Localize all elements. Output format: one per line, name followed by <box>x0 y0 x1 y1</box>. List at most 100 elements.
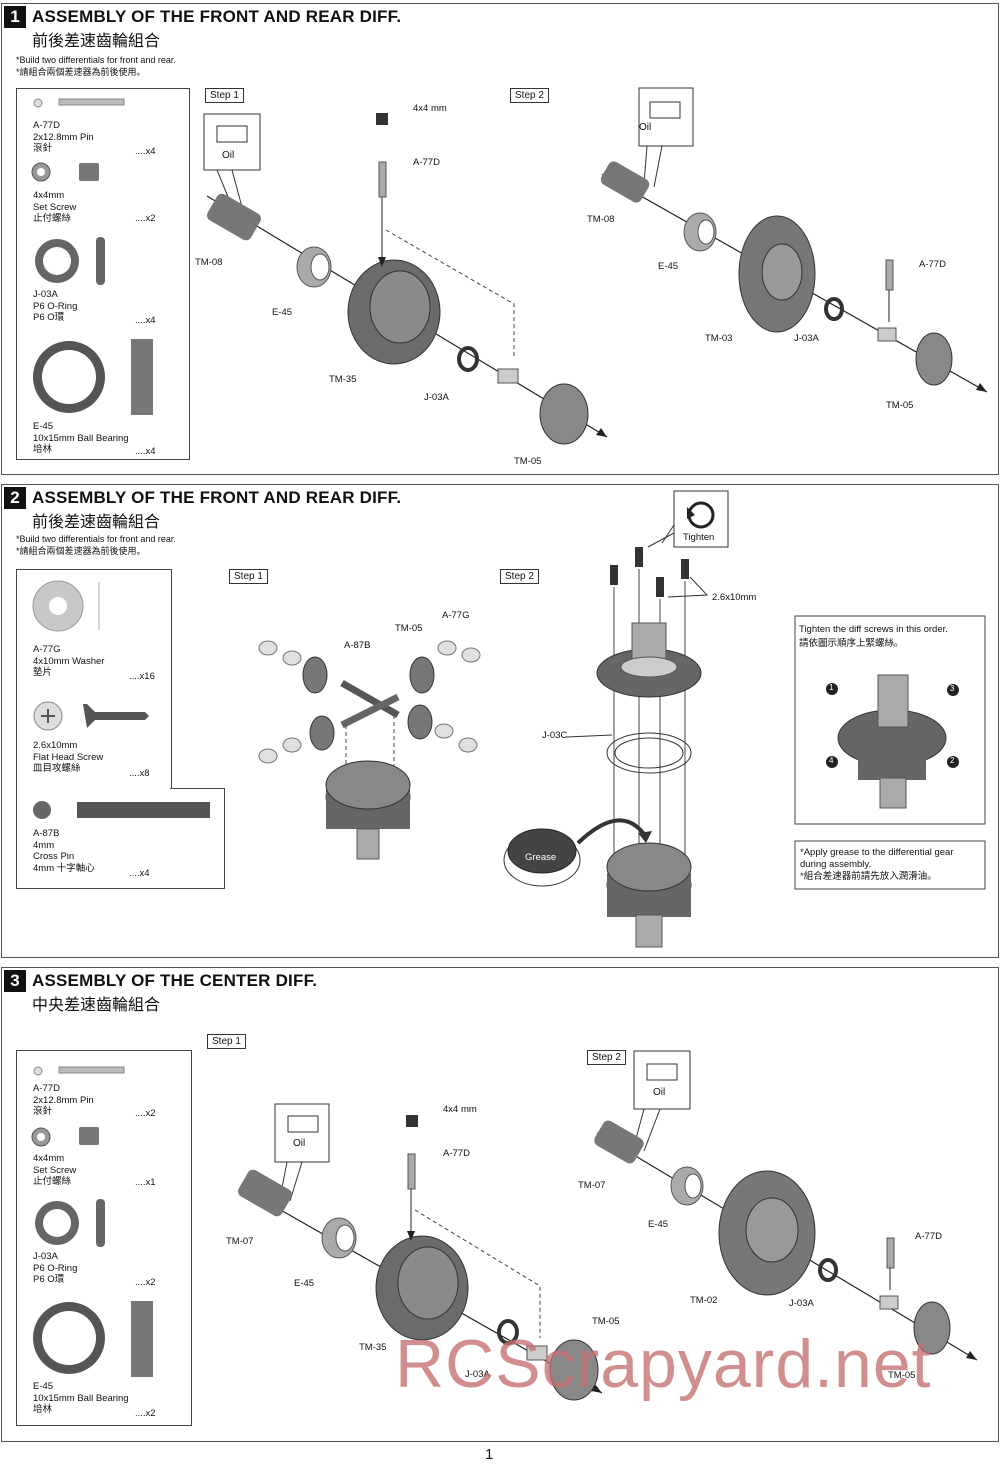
label-tm08: TM-08 <box>195 257 223 268</box>
section-subtitle: 前後差速齒輪組合 <box>32 512 161 531</box>
qty: ....x2 <box>135 1408 156 1419</box>
label-tm35: TM-35 <box>359 1342 387 1353</box>
section-number: 1 <box>4 6 26 28</box>
qty: ....x4 <box>129 868 150 879</box>
section-1: 1 ASSEMBLY OF THE FRONT AND REAR DIFF. 前… <box>1 3 999 475</box>
label-tm03: TM-03 <box>705 333 733 344</box>
qty: ....x2 <box>135 213 156 224</box>
label-e45b: E-45 <box>658 261 679 272</box>
section-note: *Build two differentials for front and r… <box>16 54 176 78</box>
oil-label: Oil <box>293 1138 306 1149</box>
qty: ....x4 <box>135 446 156 457</box>
oil-label: Oil <box>653 1087 666 1098</box>
parts-icons <box>32 580 209 819</box>
label-a87b: A-87B <box>344 640 371 651</box>
label-tm05: TM-05 <box>395 623 423 634</box>
label-e45: E-45 <box>294 1278 315 1289</box>
page-number: 1 <box>485 1446 494 1463</box>
step-2-label: Step 2 <box>587 1050 626 1065</box>
section-number: 2 <box>4 487 26 509</box>
order-1: 1 <box>829 683 834 692</box>
diagram-section-1 <box>203 87 988 445</box>
oil-label: Oil <box>639 122 652 133</box>
label-j03c: J-03C <box>542 730 568 741</box>
section-3: 3 ASSEMBLY OF THE CENTER DIFF. 中央差速齒輪組合 … <box>1 967 999 1442</box>
diagram-section-3 <box>238 1050 978 1401</box>
step-1-label: Step 1 <box>207 1034 246 1049</box>
label-tm07b: TM-07 <box>578 1180 606 1191</box>
label-pinb: A-77D <box>919 259 946 270</box>
step-2-label: Step 2 <box>510 88 549 103</box>
label-screw: 4x4 mm <box>413 103 447 114</box>
order-2: 2 <box>950 756 955 765</box>
section-note: *Build two differentials for front and r… <box>16 533 176 557</box>
tighten-label: Tighten <box>683 532 715 543</box>
label-j03ab: J-03A <box>789 1298 814 1309</box>
qty: ....x8 <box>129 768 150 779</box>
section-title: ASSEMBLY OF THE CENTER DIFF. <box>32 971 318 990</box>
label-screw: 4x4 mm <box>443 1104 477 1115</box>
label-j03a: J-03A <box>465 1369 490 1380</box>
label-j03ab: J-03A <box>794 333 819 344</box>
label-screws: 2.6x10mm <box>712 592 757 603</box>
pin-icon-ext <box>170 802 210 818</box>
section-subtitle: 前後差速齒輪組合 <box>32 31 161 50</box>
label-tm05: TM-05 <box>592 1316 620 1327</box>
order-4: 4 <box>829 756 834 765</box>
section-title: ASSEMBLY OF THE FRONT AND REAR DIFF. <box>32 488 402 507</box>
label-a77g: A-77G <box>442 610 470 621</box>
section-number: 3 <box>4 970 26 992</box>
parts-list-extension <box>170 788 225 889</box>
qty: ....x16 <box>129 671 155 682</box>
label-j03a: J-03A <box>424 392 449 403</box>
order-note: Tighten the diff screws in this order.請依… <box>799 624 948 649</box>
parts-icons <box>31 98 153 415</box>
section-title: ASSEMBLY OF THE FRONT AND REAR DIFF. <box>32 7 402 26</box>
qty: ....x2 <box>135 1108 156 1119</box>
qty: ....x4 <box>135 146 156 157</box>
watermark: RCScrapyard.net <box>395 1326 932 1402</box>
step-2-label: Step 2 <box>500 569 539 584</box>
grease-label: Grease <box>525 852 557 863</box>
diagram-section-2 <box>258 490 986 948</box>
parts-icons <box>31 1066 153 1377</box>
step-1-label: Step 1 <box>205 88 244 103</box>
label-pin: A-77D <box>413 157 440 168</box>
oil-label: Oil <box>222 150 235 161</box>
label-tm07: TM-07 <box>226 1236 254 1247</box>
section-2: 2 ASSEMBLY OF THE FRONT AND REAR DIFF. 前… <box>1 484 999 958</box>
qty: ....x2 <box>135 1277 156 1288</box>
label-e45b: E-45 <box>648 1219 669 1230</box>
qty: ....x1 <box>135 1177 156 1188</box>
note-en: *Build two differentials for front and r… <box>16 55 176 65</box>
qty: ....x4 <box>135 315 156 326</box>
step-1-label: Step 1 <box>229 569 268 584</box>
note-zh: *請組合兩個差速器為前後使用。 <box>16 546 146 556</box>
label-tm05b: TM-05 <box>888 1370 916 1381</box>
label-tm08b: TM-08 <box>587 214 615 225</box>
order-3: 3 <box>950 684 955 693</box>
label-tm05b: TM-05 <box>886 400 914 411</box>
label-tm05: TM-05 <box>514 456 542 467</box>
label-pinb: A-77D <box>915 1231 942 1242</box>
label-tm35: TM-35 <box>329 374 357 385</box>
section-subtitle: 中央差速齒輪組合 <box>32 995 161 1014</box>
label-tm02: TM-02 <box>690 1295 718 1306</box>
label-pin: A-77D <box>443 1148 470 1159</box>
label-e45: E-45 <box>272 307 293 318</box>
note-en: *Build two differentials for front and r… <box>16 534 176 544</box>
